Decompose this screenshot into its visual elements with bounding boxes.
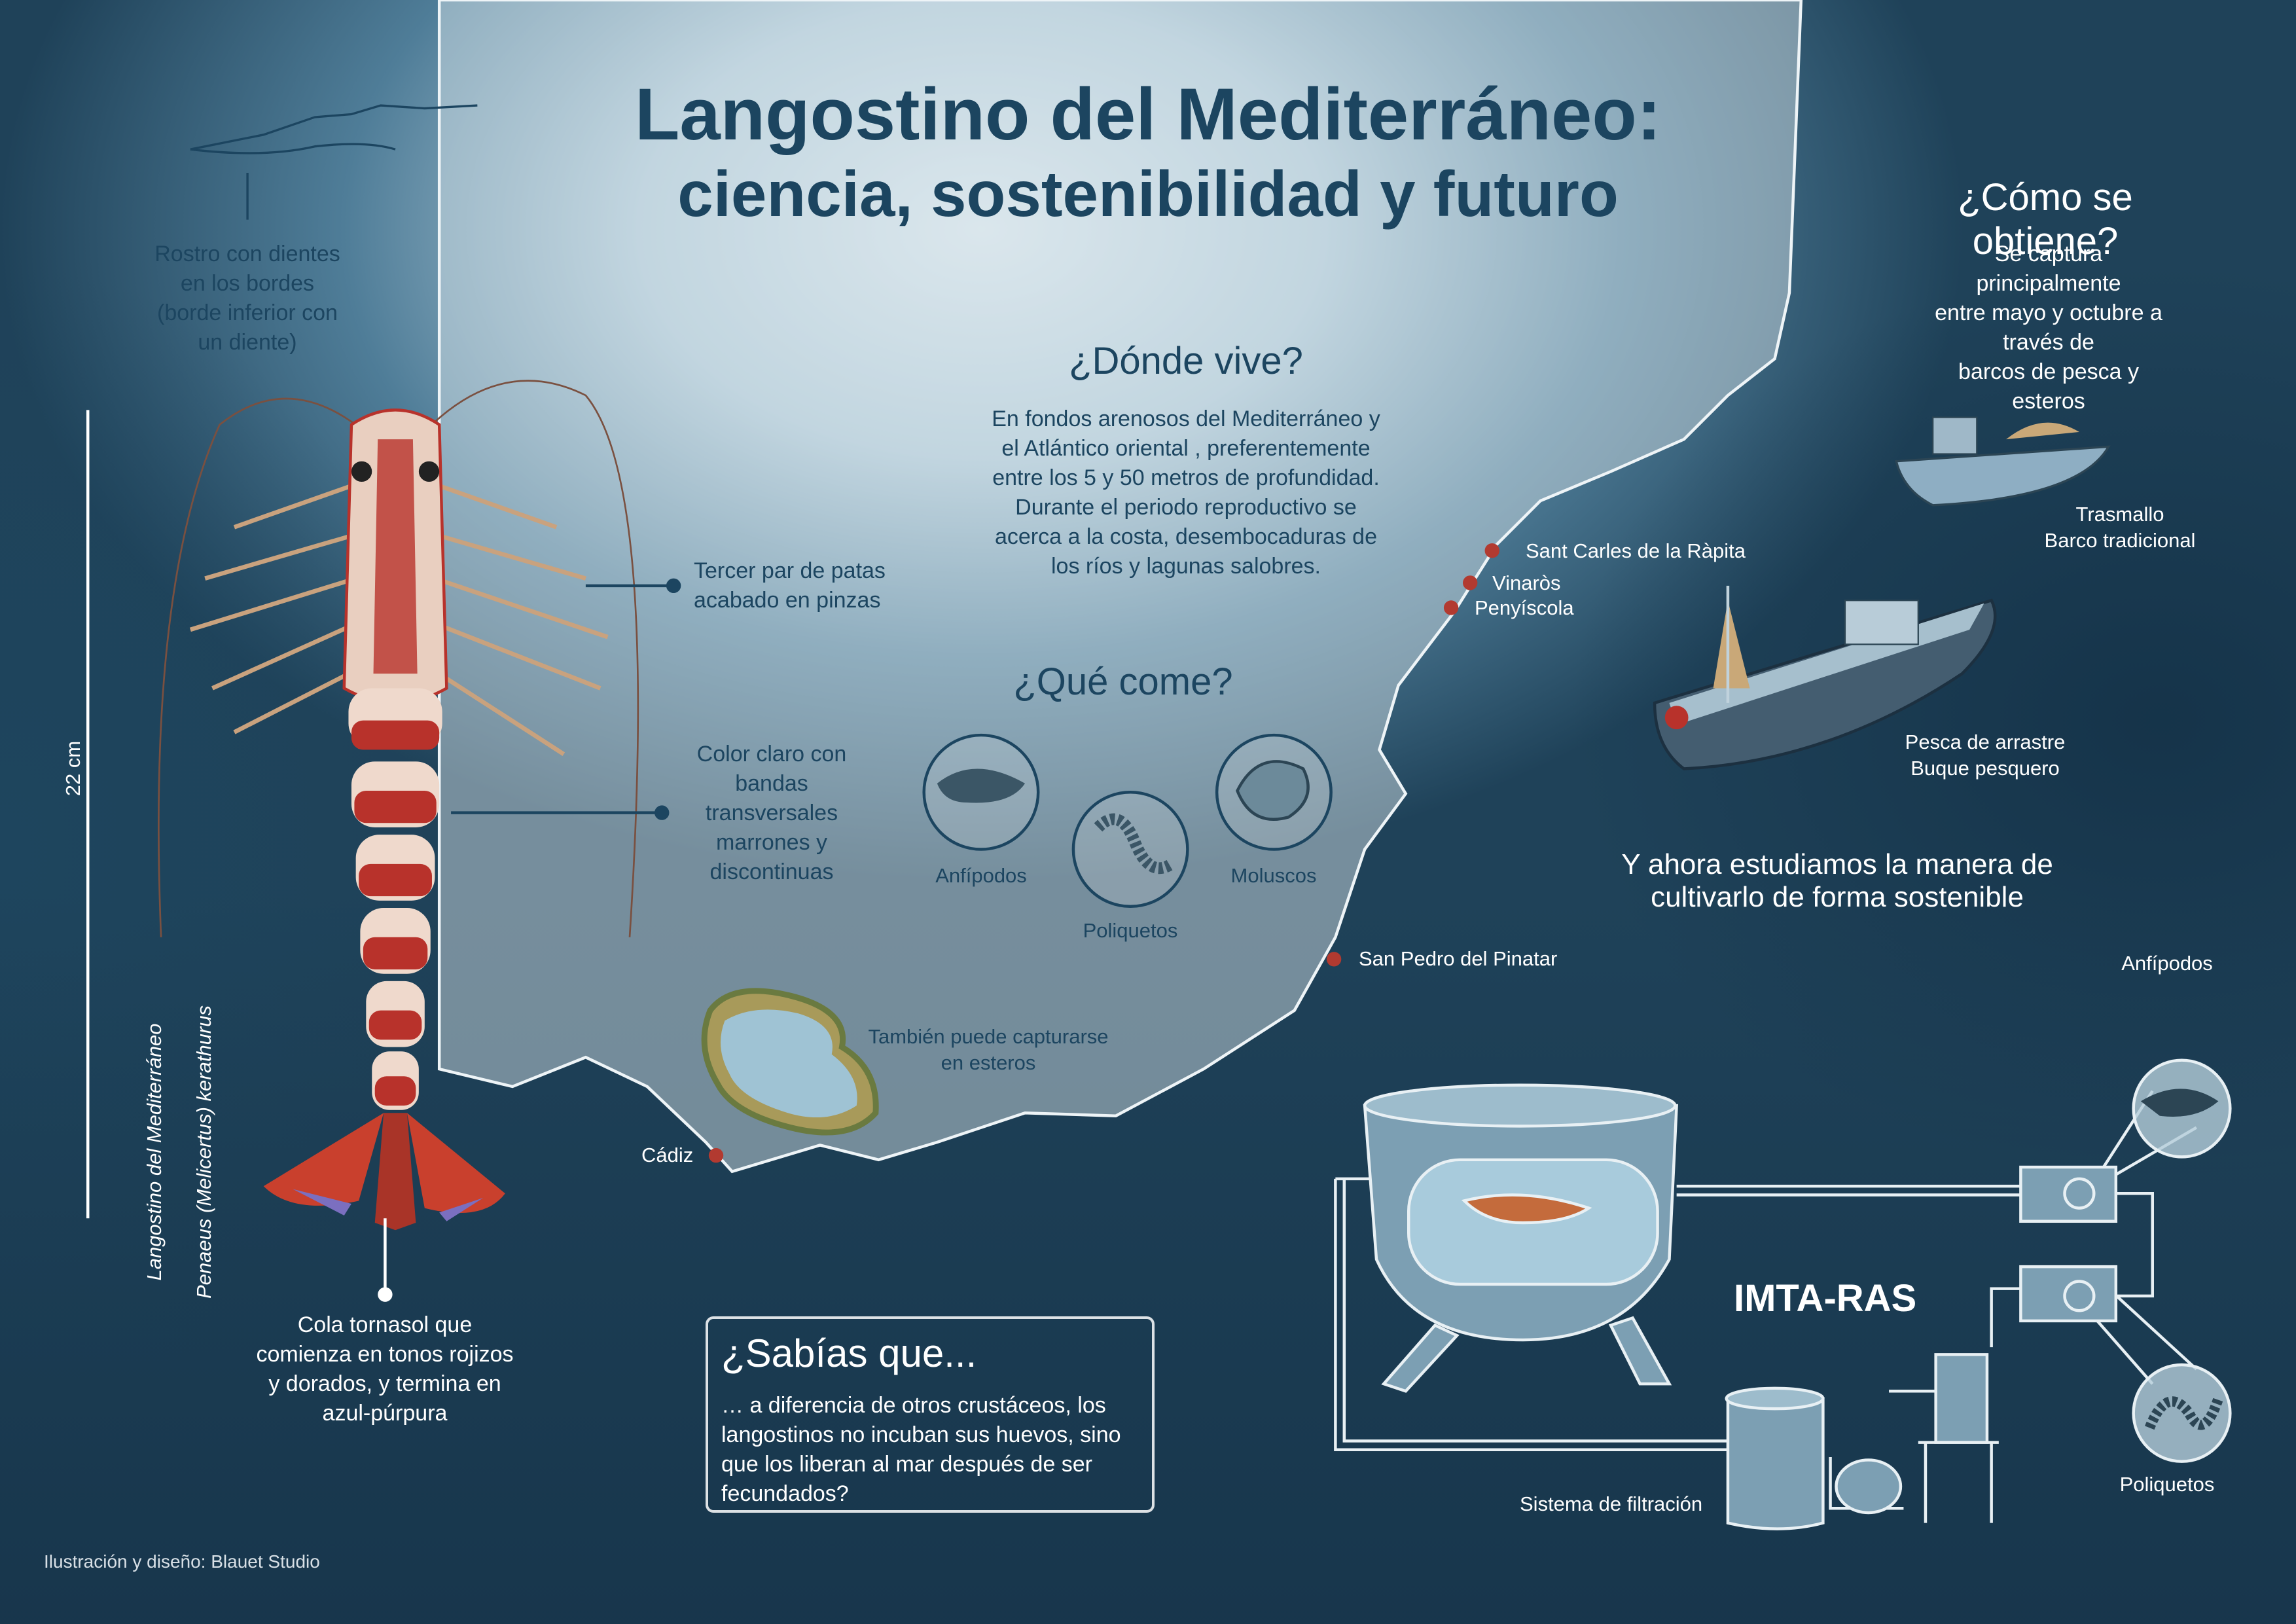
- diet-polychaetes-label: Poliquetos: [1083, 919, 1178, 942]
- location-peniscola: Penyíscola: [1475, 596, 1574, 619]
- filtration-label: Sistema de filtración: [1520, 1492, 1703, 1515]
- capture-title: ¿Cómo se obtiene?: [1958, 176, 2133, 262]
- scientific-name: Penaeus (Melicertus) kerathurus: [192, 1005, 215, 1299]
- tank: [1363, 1083, 2118, 1530]
- location-vinaros: Vinaròs: [1492, 571, 1561, 594]
- species-name: Langostino del Mediterráneo Penaeus (Mel…: [117, 982, 242, 1322]
- marker-peniscola: [1443, 600, 1459, 615]
- shrimp-illustration: [158, 380, 639, 1231]
- scale-label: 22 cm: [62, 740, 84, 797]
- trasmallo-label: Trasmallo Barco tradicional: [2044, 503, 2196, 552]
- polychaete-culture-circle: [2132, 1363, 2232, 1463]
- mollusc-icon: [1236, 760, 1310, 821]
- imta-ras-label: IMTA-RAS: [1734, 1277, 1917, 1320]
- location-san-pedro: San Pedro del Pinatar: [1359, 947, 1558, 970]
- habitat-text: En fondos arenosos del Mediterráneo y el…: [992, 406, 1380, 579]
- location-sant-carles: Sant Carles de la Ràpita: [1526, 539, 1746, 562]
- trasmallo-boat: [1895, 416, 2111, 507]
- location-cadiz: Cádiz: [641, 1144, 694, 1166]
- color-label: Color claro con bandas transversales mar…: [696, 742, 847, 884]
- trawler-label: Pesca de arrastre Buque pesquero: [1905, 731, 2066, 780]
- rostrum-sketch: [190, 104, 478, 220]
- common-name: Langostino del Mediterráneo: [143, 1023, 166, 1281]
- habitat-title: ¿Dónde vive?: [1069, 340, 1303, 382]
- credit: Ilustración y diseño: Blauet Studio: [44, 1551, 320, 1572]
- marker-cadiz: [708, 1147, 724, 1163]
- diet-molluscs-label: Moluscos: [1230, 864, 1317, 887]
- diet-title: ¿Qué come?: [1013, 660, 1233, 703]
- fact-title: ¿Sabías que...: [721, 1331, 977, 1375]
- culture-title: Y ahora estudiamos la manera de cultivar…: [1621, 848, 2053, 913]
- amphipod-icon: [937, 768, 1026, 803]
- esteros-label: También puede capturarse en esteros: [868, 1025, 1109, 1074]
- culture-amphipods-label: Anfípodos: [2121, 952, 2213, 975]
- polychaete-icon: [1094, 813, 1175, 875]
- capture-text: Se captura principalmente entre mayo y o…: [1935, 242, 2162, 414]
- rostrum-label: Rostro con dientes en los bordes (borde …: [154, 242, 340, 355]
- culture-polychaetes-label: Poliquetos: [2119, 1473, 2215, 1496]
- tail-label: Cola tornasol que comienza en tonos roji…: [256, 1312, 514, 1426]
- marker-san-pedro: [1326, 952, 1342, 967]
- marker-sant-carles: [1484, 543, 1499, 558]
- iberia-map: [437, 0, 1803, 1174]
- fact-text: … a diferencia de otros crustáceos, los …: [721, 1393, 1121, 1506]
- amphipod-culture-icon: [2140, 1089, 2219, 1117]
- polychaete-circle: [1071, 791, 1189, 909]
- page-title: Langostino del Mediterráneo:: [634, 73, 1662, 155]
- page-subtitle: ciencia, sostenibilidad y futuro: [677, 158, 1619, 230]
- marker-vinaros: [1463, 575, 1478, 590]
- legs-label: Tercer par de patas acabado en pinzas: [694, 558, 886, 613]
- estero-illustration: [701, 988, 879, 1136]
- diet-amphipods-label: Anfípodos: [935, 864, 1027, 887]
- trawler-boat: [1653, 585, 1997, 770]
- fact-box: ¿Sabías que... … a diferencia de otros c…: [706, 1316, 1155, 1513]
